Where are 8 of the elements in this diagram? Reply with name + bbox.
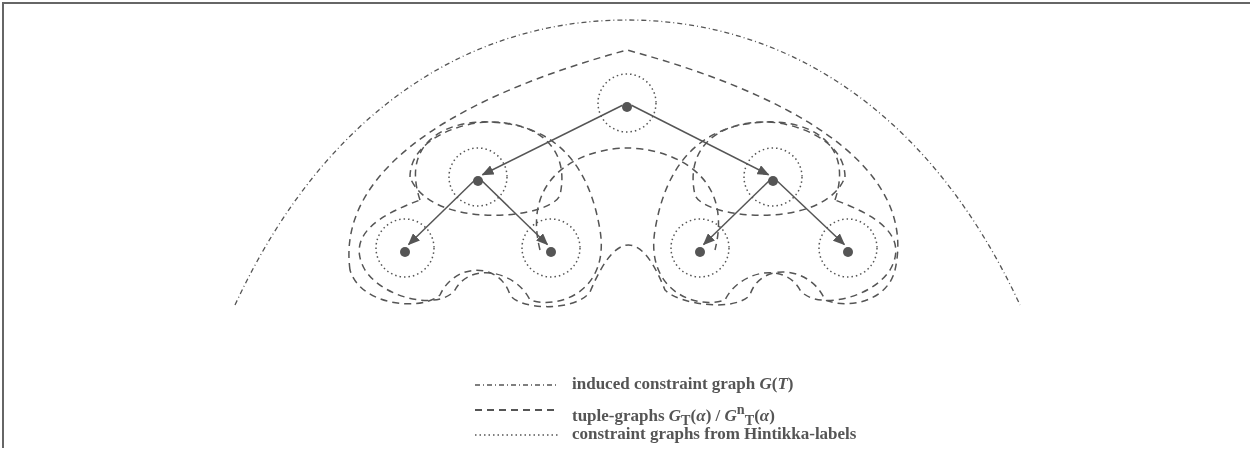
arrow	[775, 179, 846, 246]
arrow	[702, 179, 771, 246]
legend-text: constraint graphs from Hintikka-labels	[572, 424, 857, 444]
arrow	[481, 104, 624, 176]
arrow	[630, 104, 770, 176]
legend-text: induced constraint graph G(T)	[572, 374, 794, 394]
arrow	[480, 179, 549, 246]
arrow	[407, 179, 476, 246]
